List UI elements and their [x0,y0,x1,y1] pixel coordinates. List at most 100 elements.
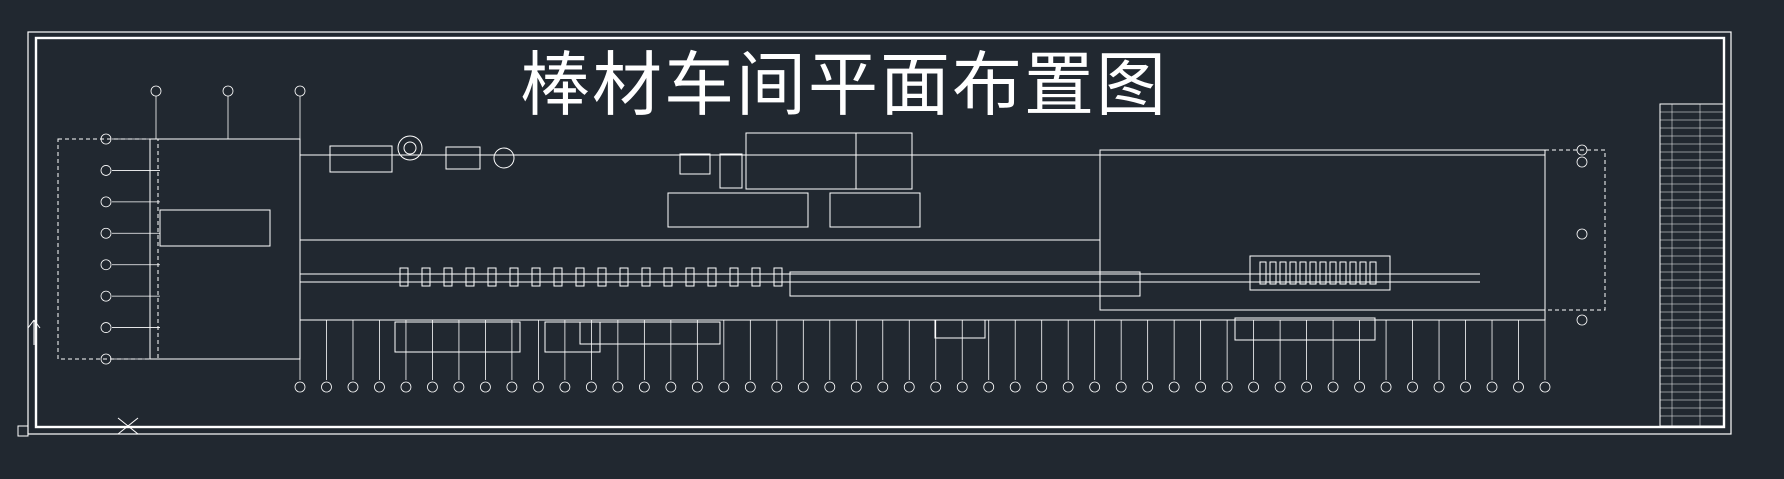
finishing-stand [1349,261,1357,285]
upper-room-a [667,192,809,228]
grid-axes [100,85,1588,393]
mill-stand [773,267,783,287]
finishing-stand [1289,261,1297,285]
axis-bubble-bottom [1115,381,1127,393]
finishing-stand [1319,261,1327,285]
title-block-frame [1659,103,1725,427]
mill-stand [685,267,695,287]
pump-room [329,145,393,173]
axis-bubble-bottom [638,381,650,393]
axis-bubble-left [100,353,112,365]
north-arrow-inner [403,141,417,155]
mill-stand [487,267,497,287]
mill-stand [641,267,651,287]
axis-bubble-left [100,227,112,239]
north-arrow [397,135,423,161]
axis-bubble-bottom [1486,381,1498,393]
main-hall [299,154,1546,321]
axis-bubble-right [1576,314,1588,326]
compass-symbol [493,147,515,169]
bottom-room-5 [1234,317,1376,341]
mill-stand [575,267,585,287]
mill-stand [531,267,541,287]
axis-bubble-left [100,290,112,302]
axis-bubble-top [222,85,234,97]
mill-stand [597,267,607,287]
workshop-building [57,132,1606,360]
axis-bubble-bottom [1301,381,1312,393]
office-room [445,146,481,170]
axis-bubble-bottom [400,381,412,393]
axis-bubble-bottom [1539,381,1551,393]
axis-bubble-bottom [585,381,597,393]
mill-stand [751,267,761,287]
axis-bubble-bottom [718,381,730,393]
drawing-title: 棒材车间平面布置图 [520,44,1168,126]
axis-bubble-bottom [877,381,889,393]
axis-bubble-bottom [1142,381,1154,393]
origin-marker [17,425,29,437]
title-block [1659,103,1725,427]
axis-bubble-bottom [1513,381,1524,393]
finishing-stand [1329,261,1337,285]
axis-bubble-bottom [374,381,385,393]
axis-bubble-bottom [1354,381,1365,393]
axis-bubble-bottom [691,381,703,393]
axis-bubble-right [1576,144,1588,156]
finishing-stand [1369,261,1377,285]
finishing-stand [1359,261,1367,285]
axis-bubble-bottom [1274,381,1286,393]
axis-bubble-bottom [1062,381,1074,393]
outer-border [27,31,1732,435]
axis-bubble-left [100,259,112,271]
axis-bubble-bottom [1380,381,1392,393]
axis-bubble-bottom [1433,381,1445,393]
finishing-stand [1299,261,1307,285]
axis-bubble-bottom [480,381,491,393]
mill-stand [707,267,717,287]
axis-bubble-bottom [771,381,783,393]
axis-bubble-bottom [665,381,677,393]
axis-bubble-bottom [824,381,836,393]
axis-bubble-top [150,85,162,97]
finishing-stand [1339,261,1347,285]
axis-bubble-bottom [1248,381,1260,393]
axis-bubble-bottom [1407,381,1418,393]
axis-bubble-left [100,196,112,208]
axis-bubble-bottom [347,381,359,393]
axis-bubble-bottom [1009,381,1021,393]
mill-stand [663,267,673,287]
left-bay [149,138,301,360]
cooling-bed [789,271,1141,297]
origin-cross [117,417,139,435]
axis-bubble-bottom [983,381,995,393]
mill-stand [465,267,475,287]
axis-bubble-bottom [930,381,942,393]
mill-stand [509,267,519,287]
axis-bubble-bottom [797,381,809,393]
axis-bubble-bottom [850,381,862,393]
bottom-room-2 [544,321,601,353]
upper-room-b [829,192,921,228]
left-annex-dashed [57,138,159,360]
axis-bubble-right [1576,156,1588,168]
axis-bubble-bottom [1168,381,1180,393]
right-hall [1099,149,1546,311]
axis-bubble-bottom [1036,381,1048,393]
mill-stand [619,267,629,287]
axis-bubble-bottom [533,381,544,393]
axis-bubble-bottom [1089,381,1101,393]
mill-stand [729,267,739,287]
axis-bubble-bottom [903,381,915,393]
mill-stand [399,267,409,287]
axis-bubble-bottom [427,381,438,393]
axis-bubble-bottom [453,381,465,393]
axis-bubble-left [100,322,112,333]
axis-bubble-bottom [956,381,968,393]
bottom-room-4 [934,319,986,339]
bottom-room-1 [394,321,521,353]
finishing-stand [1279,261,1287,285]
axis-bubble-left [100,165,112,176]
mill-stand [421,267,431,287]
